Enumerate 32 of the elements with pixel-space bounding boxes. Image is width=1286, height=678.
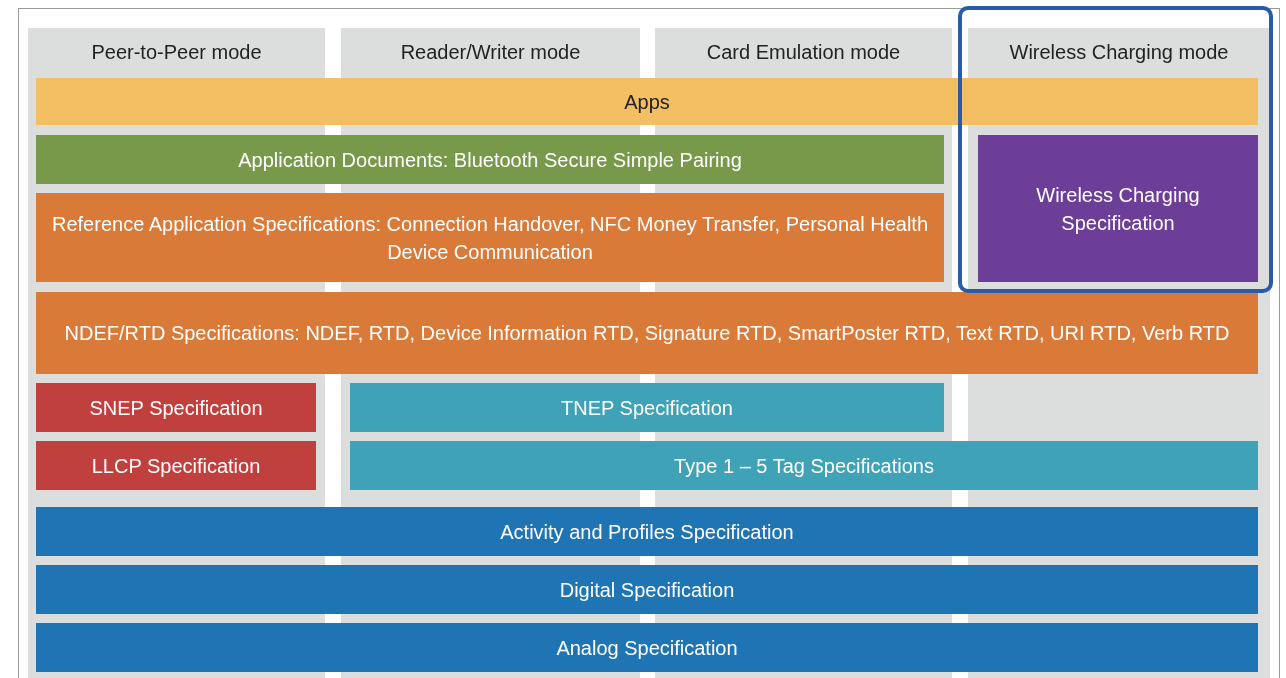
- column-header-band: [341, 28, 640, 75]
- layer-label: Reference Application Specifications: Connection Handover, NFC Money Transfer, Personal Health Device Communication: [51, 211, 929, 265]
- column-header: Card Emulation mode: [706, 39, 901, 65]
- layer-label: LLCP Specification: [91, 453, 261, 479]
- layer-label: Wireless Charging Specification: [1035, 182, 1201, 236]
- layer-label: Apps: [624, 89, 670, 115]
- layer-bar: [36, 135, 944, 184]
- layer-label: Application Documents: Bluetooth Secure Simple Pairing: [238, 147, 742, 173]
- layer-bar: [36, 193, 944, 282]
- layer-bar: [36, 441, 316, 490]
- column-header-band: [28, 28, 325, 75]
- layer-bar: [36, 623, 1258, 672]
- layer-bar: [36, 383, 316, 432]
- layer-bar: [36, 565, 1258, 614]
- column-header: Wireless Charging mode: [1009, 39, 1229, 65]
- layer-label: NDEF/RTD Specifications: NDEF, RTD, Device Information RTD, Signature RTD, SmartPoster RTD, Text RTD, URI RTD, Verb RTD: [64, 321, 1230, 346]
- layer-bar: [36, 78, 1258, 125]
- layer-bar: [36, 292, 1258, 374]
- layer-label: Analog Specification: [556, 635, 738, 661]
- column-header-band: [968, 28, 1270, 75]
- spec-box: [978, 135, 1258, 282]
- column-header-band: [655, 28, 952, 75]
- column-header: Peer-to-Peer mode: [91, 39, 262, 65]
- layer-label: Digital Specification: [559, 577, 735, 603]
- layer-label: TNEP Specification: [561, 395, 733, 421]
- column-header: Reader/Writer mode: [400, 39, 581, 65]
- layer-bar: [350, 383, 944, 432]
- layer-bar: [36, 507, 1258, 556]
- layer-label: Type 1 – 5 Tag Specifications: [674, 453, 934, 479]
- layer-label: Activity and Profiles Specification: [500, 519, 794, 545]
- layer-bar: [350, 441, 1258, 490]
- layer-label: SNEP Specification: [89, 395, 263, 421]
